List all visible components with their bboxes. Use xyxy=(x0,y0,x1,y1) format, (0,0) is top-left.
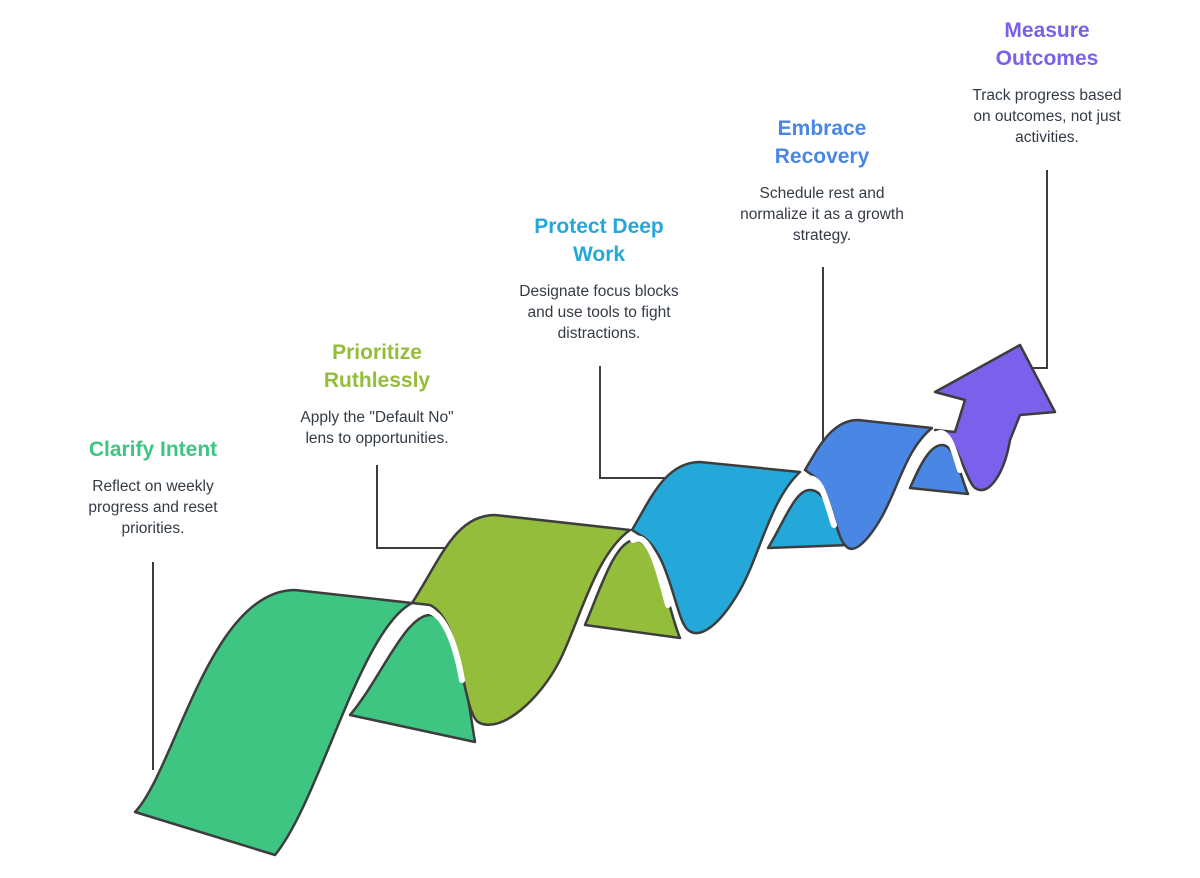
step-title-3: Protect Deep Work xyxy=(492,213,706,269)
connector-line-2 xyxy=(376,465,450,549)
step-label-3: Protect Deep Work Designate focus blocks… xyxy=(492,213,706,344)
step-desc-4-line-3: strategy. xyxy=(792,227,852,244)
step-label-5: Measure Outcomes Track progress based on… xyxy=(944,17,1150,148)
step-title-4-line-2: Recovery xyxy=(774,145,870,168)
step-title-1-line-1: Clarify Intent xyxy=(88,438,218,461)
step-desc-1-line-2: progress and reset xyxy=(88,499,218,516)
step-title-5-line-2: Outcomes xyxy=(995,47,1099,70)
step-title-5: Measure Outcomes xyxy=(944,17,1150,73)
step-desc-5-line-2: on outcomes, not just xyxy=(973,108,1121,125)
step-title-2: Prioritize Ruthlessly xyxy=(270,339,484,395)
connector-line-3 xyxy=(599,366,668,479)
step-title-1: Clarify Intent xyxy=(60,436,246,464)
step-desc-3-line-2: and use tools to fight xyxy=(527,304,671,321)
step-desc-2: Apply the "Default No" lens to opportuni… xyxy=(270,407,484,449)
step-label-4: Embrace Recovery Schedule rest and norma… xyxy=(712,115,932,246)
connector-line-5 xyxy=(1020,170,1048,369)
step-label-1: Clarify Intent Reflect on weekly progres… xyxy=(60,436,246,539)
step-desc-1: Reflect on weekly progress and reset pri… xyxy=(60,476,246,539)
step-desc-2-line-1: Apply the "Default No" xyxy=(300,409,454,426)
fold-highlight-2 xyxy=(630,535,671,608)
step-title-2-line-2: Ruthlessly xyxy=(323,369,431,392)
step-title-5-line-1: Measure xyxy=(1004,19,1090,42)
fold-highlight-3 xyxy=(803,475,837,528)
step-desc-2-line-2: lens to opportunities. xyxy=(305,430,449,447)
step-desc-5-line-1: Track progress based xyxy=(972,87,1122,104)
step-title-4: Embrace Recovery xyxy=(712,115,932,171)
step-desc-5-line-3: activities. xyxy=(1015,129,1079,146)
step-desc-1-line-3: priorities. xyxy=(121,520,185,537)
ribbon-segment-3-front xyxy=(630,460,802,635)
step-label-2: Prioritize Ruthlessly Apply the "Default… xyxy=(270,339,484,449)
step-desc-1-line-1: Reflect on weekly xyxy=(92,478,214,495)
step-desc-3: Designate focus blocks and use tools to … xyxy=(492,281,706,344)
ribbon-segment-1-front xyxy=(133,588,414,857)
fold-highlight-4 xyxy=(934,430,963,473)
step-desc-4: Schedule rest and normalize it as a grow… xyxy=(712,183,932,246)
step-desc-4-line-2: normalize it as a growth xyxy=(740,206,904,223)
step-desc-4-line-1: Schedule rest and xyxy=(759,185,885,202)
step-title-3-line-2: Work xyxy=(572,243,626,266)
step-title-4-line-1: Embrace xyxy=(777,117,867,140)
step-title-2-line-1: Prioritize xyxy=(332,341,422,364)
step-desc-3-line-1: Designate focus blocks xyxy=(519,283,679,300)
step-desc-5: Track progress based on outcomes, not ju… xyxy=(944,85,1150,148)
step-title-3-line-1: Protect Deep xyxy=(534,215,664,238)
fold-highlight-1 xyxy=(414,607,465,683)
step-desc-3-line-3: distractions. xyxy=(557,325,641,342)
